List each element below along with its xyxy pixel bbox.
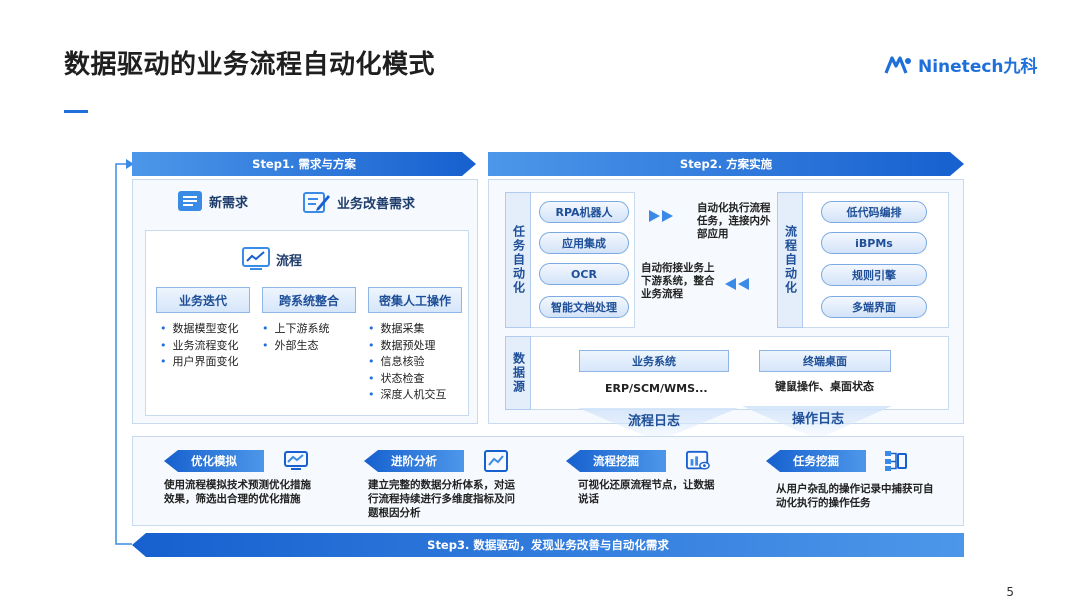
pill-label: iBPMs (855, 236, 893, 250)
step3-label: Step3. 数据驱动，发现业务改善与自动化需求 (427, 538, 669, 552)
bar-eye-icon (686, 450, 710, 472)
terminal-desktop-box: 终端桌面 (759, 350, 891, 372)
task-automation-label: 任务自动化 (505, 192, 531, 328)
pill-lowcode: 低代码编排 (821, 201, 927, 223)
category-manual-label: 密集人工操作 (378, 293, 451, 308)
page-title: 数据驱动的业务流程自动化模式 (64, 50, 436, 80)
tag-task-mining: 任务挖掘 (766, 450, 866, 472)
terminal-desktop-text: 键鼠操作、桌面状态 (775, 380, 874, 393)
pill-label: 应用集成 (562, 237, 606, 250)
terminal-desktop-label: 终端桌面 (803, 355, 847, 368)
pill-rule-engine: 规则引擎 (821, 264, 927, 286)
pill-label: RPA机器人 (555, 206, 613, 219)
category-integration-label: 跨系统整合 (278, 293, 339, 308)
process-box: 流程 业务迭代 跨系统整合 密集人工操作 数据模型变化 业务流程变化 用户界面变… (145, 230, 469, 416)
iteration-list: 数据模型变化 业务流程变化 用户界面变化 (160, 321, 239, 371)
list-item: 深度人机交互 (368, 387, 447, 404)
business-system-label: 业务系统 (632, 355, 676, 368)
flow-log-label: 流程日志 (628, 414, 681, 429)
category-integration: 跨系统整合 (262, 287, 356, 313)
pill-multi-ui: 多端界面 (821, 296, 927, 318)
arrow-right-icon (649, 210, 660, 222)
data-source-group (505, 336, 949, 410)
brand-logo: Ninetech九科 (884, 52, 1038, 77)
data-source-text: 数据源 (511, 352, 526, 394)
note-bottom: 自动衔接业务上下游系统，整合业务流程 (641, 262, 715, 300)
step2-header: Step2. 方案实施 (488, 152, 964, 176)
flow-automation-label: 流程自动化 (777, 192, 803, 328)
pill-ibpms: iBPMs (821, 232, 927, 254)
step1-label: Step1. 需求与方案 (252, 157, 356, 171)
new-requirement-label: 新需求 (209, 195, 249, 211)
desc-optimize-sim: 使用流程模拟技术预测优化措施效果，筛选出合理的优化措施 (164, 479, 311, 505)
desc-advanced-analysis: 建立完整的数据分析体系，对运行流程持续进行多维度指标及问题根因分析 (368, 479, 515, 519)
arrow-right-icon (662, 210, 673, 222)
improvement-requirement-label: 业务改善需求 (337, 196, 416, 212)
tag-advanced-analysis: 进阶分析 (364, 450, 464, 472)
flow-automation-text: 流程自动化 (783, 225, 798, 295)
step2-panel: 任务自动化 RPA机器人 应用集成 OCR 智能文档处理 自动化执行流程任务，连… (488, 179, 964, 424)
tag-label: 进阶分析 (391, 454, 437, 468)
op-log-label: 操作日志 (792, 412, 845, 427)
task-automation-text: 任务自动化 (511, 225, 526, 295)
list-item: 数据采集 (368, 321, 447, 338)
process-header: 流程 (242, 247, 302, 271)
feedback-loop-line (115, 159, 134, 545)
pill-label: 智能文档处理 (551, 301, 617, 314)
list-item: 外部生态 (262, 338, 330, 355)
page-number: 5 (1006, 585, 1014, 599)
data-source-label: 数据源 (505, 336, 531, 410)
pill-app-integration: 应用集成 (539, 232, 629, 254)
desc-task-mining: 从用户杂乱的操作记录中捕获可自动化执行的操作任务 (776, 483, 934, 509)
list-item: 用户界面变化 (160, 354, 239, 371)
category-manual: 密集人工操作 (368, 287, 462, 313)
list-item: 信息核验 (368, 354, 447, 371)
list-item: 业务流程变化 (160, 338, 239, 355)
list-item: 状态检查 (368, 371, 447, 388)
tag-label: 优化模拟 (191, 454, 237, 468)
right-arrows (649, 210, 673, 222)
step1-header: Step1. 需求与方案 (132, 152, 476, 176)
business-system-box: 业务系统 (579, 350, 729, 372)
manual-list: 数据采集 数据预处理 信息核验 状态检查 深度人机交互 (368, 321, 447, 404)
title-underline (64, 110, 88, 113)
step3-footer: Step3. 数据驱动，发现业务改善与自动化需求 (132, 533, 964, 557)
category-iteration-label: 业务迭代 (178, 293, 227, 308)
process-label: 流程 (276, 253, 303, 269)
list-item: 数据预处理 (368, 338, 447, 355)
monitor-chart-icon (284, 450, 308, 472)
new-requirement: 新需求 (177, 190, 248, 212)
pill-label: 规则引擎 (852, 269, 896, 282)
edit-doc-icon (303, 192, 330, 213)
list-item: 上下游系统 (262, 321, 330, 338)
ninetech-logo-icon (884, 55, 911, 74)
pill-ocr: OCR (539, 263, 629, 285)
pill-label: 多端界面 (852, 301, 896, 314)
tag-optimize-sim: 优化模拟 (164, 450, 264, 472)
arrow-left-icon (725, 278, 736, 290)
business-system-text: ERP/SCM/WMS... (605, 382, 708, 395)
list-doc-icon (178, 191, 202, 211)
pill-label: OCR (571, 267, 597, 281)
logo-text: Ninetech九科 (918, 57, 1038, 77)
pill-label: 低代码编排 (846, 206, 902, 219)
integration-list: 上下游系统 外部生态 (262, 321, 330, 354)
pill-idp: 智能文档处理 (539, 296, 629, 318)
arrow-left-icon (738, 278, 749, 290)
pill-rpa: RPA机器人 (539, 201, 629, 223)
line-chart-icon (484, 450, 508, 472)
improvement-requirement: 业务改善需求 (303, 190, 415, 214)
chart-board-icon (242, 247, 270, 270)
tag-label: 流程挖掘 (593, 454, 639, 468)
step2-label: Step2. 方案实施 (679, 157, 773, 171)
tag-process-mining: 流程挖掘 (566, 450, 666, 472)
left-arrows (725, 278, 749, 290)
step1-panel: 新需求 业务改善需求 流程 业务迭代 跨系统整合 密集人工操作 数据模型变 (132, 179, 478, 424)
task-network-icon (884, 450, 908, 472)
note-top: 自动化执行流程任务，连接内外部应用 (697, 202, 771, 240)
tag-label: 任务挖掘 (793, 454, 839, 468)
list-item: 数据模型变化 (160, 321, 239, 338)
category-iteration: 业务迭代 (156, 287, 250, 313)
desc-process-mining: 可视化还原流程节点，让数据说话 (578, 479, 715, 505)
